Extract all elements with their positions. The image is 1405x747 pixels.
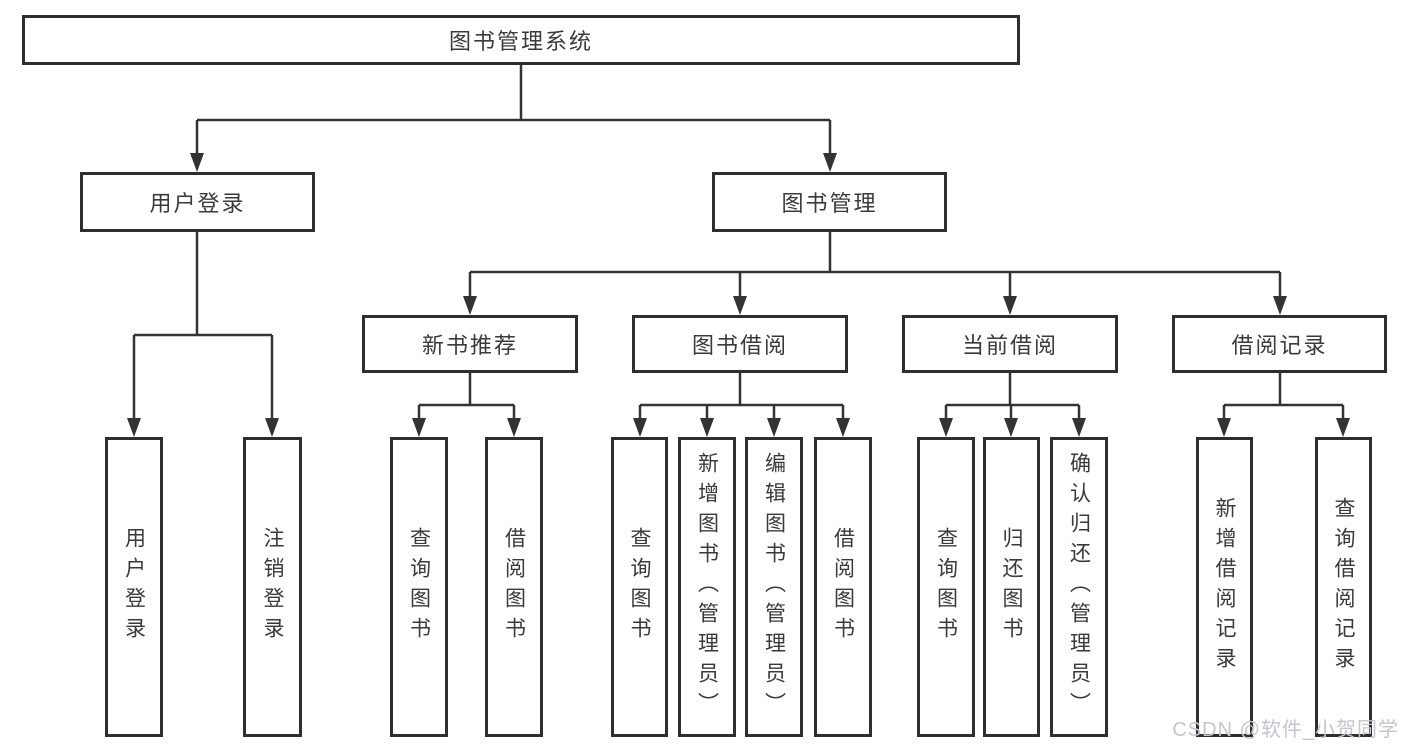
- node-borrow-records: 借阅记录: [1172, 315, 1387, 373]
- leaf-query-books-recommend-label: 查询图书: [407, 527, 431, 647]
- leaf-query-books-borrow: 查询图书: [611, 437, 668, 737]
- leaf-user-login-label: 用户登录: [122, 527, 146, 647]
- leaf-user-login: 用户登录: [105, 437, 163, 737]
- leaf-logout-label: 注销登录: [261, 527, 284, 647]
- leaf-query-books-recommend: 查询图书: [390, 437, 448, 737]
- leaf-query-borrow-record-label: 查询借阅记录: [1332, 497, 1355, 677]
- leaf-return-books: 归还图书: [983, 437, 1040, 737]
- csdn-watermark: CSDN @软件_小贺同学: [1172, 719, 1399, 741]
- leaf-query-books-current-label: 查询图书: [934, 527, 958, 647]
- node-current-borrow-label: 当前借阅: [961, 333, 1058, 358]
- leaf-confirm-return-admin-label: 确认归还（管理员）: [1067, 452, 1091, 722]
- node-borrow-records-label: 借阅记录: [1231, 333, 1328, 358]
- node-book-management: 图书管理: [712, 172, 947, 232]
- node-book-borrow-label: 图书借阅: [691, 333, 788, 358]
- leaf-borrow-books-recommend: 借阅图书: [485, 437, 543, 737]
- node-user-login-label: 用户登录: [149, 191, 246, 216]
- node-current-borrow: 当前借阅: [902, 315, 1118, 373]
- leaf-edit-books-admin: 编辑图书（管理员）: [745, 437, 803, 737]
- connector-book-management-fan: [463, 232, 1287, 315]
- node-root-library-system: 图书管理系统: [22, 15, 1020, 65]
- connector-new-book-recommend-fan: [412, 373, 521, 437]
- node-book-borrow: 图书借阅: [632, 315, 848, 373]
- node-new-book-recommend-label: 新书推荐: [421, 333, 518, 358]
- leaf-add-borrow-record-label: 新增借阅记录: [1213, 497, 1236, 677]
- leaf-query-books-current: 查询图书: [917, 437, 975, 737]
- connector-current-borrow-fan: [939, 373, 1086, 437]
- leaf-query-borrow-record: 查询借阅记录: [1315, 437, 1372, 737]
- connector-root-to-level2: [190, 65, 837, 172]
- node-new-book-recommend: 新书推荐: [362, 315, 578, 373]
- node-user-login: 用户登录: [80, 172, 315, 232]
- leaf-borrow-books-label: 借阅图书: [831, 527, 855, 647]
- leaf-logout: 注销登录: [243, 437, 302, 737]
- leaf-edit-books-admin-label: 编辑图书（管理员）: [762, 452, 786, 722]
- node-book-management-label: 图书管理: [781, 191, 878, 216]
- leaf-borrow-books-recommend-label: 借阅图书: [502, 527, 526, 647]
- connector-borrow-records-fan: [1217, 373, 1350, 437]
- leaf-return-books-label: 归还图书: [1000, 527, 1023, 647]
- leaf-add-books-admin-label: 新增图书（管理员）: [695, 452, 719, 722]
- leaf-borrow-books: 借阅图书: [814, 437, 872, 737]
- leaf-add-borrow-record: 新增借阅记录: [1196, 437, 1253, 737]
- connector-book-borrow-fan: [633, 373, 850, 437]
- connector-user-login-fan: [127, 232, 279, 437]
- node-root-label: 图书管理系统: [448, 29, 593, 54]
- leaf-confirm-return-admin: 确认归还（管理员）: [1050, 437, 1108, 737]
- leaf-query-books-borrow-label: 查询图书: [628, 527, 651, 647]
- leaf-add-books-admin: 新增图书（管理员）: [678, 437, 736, 737]
